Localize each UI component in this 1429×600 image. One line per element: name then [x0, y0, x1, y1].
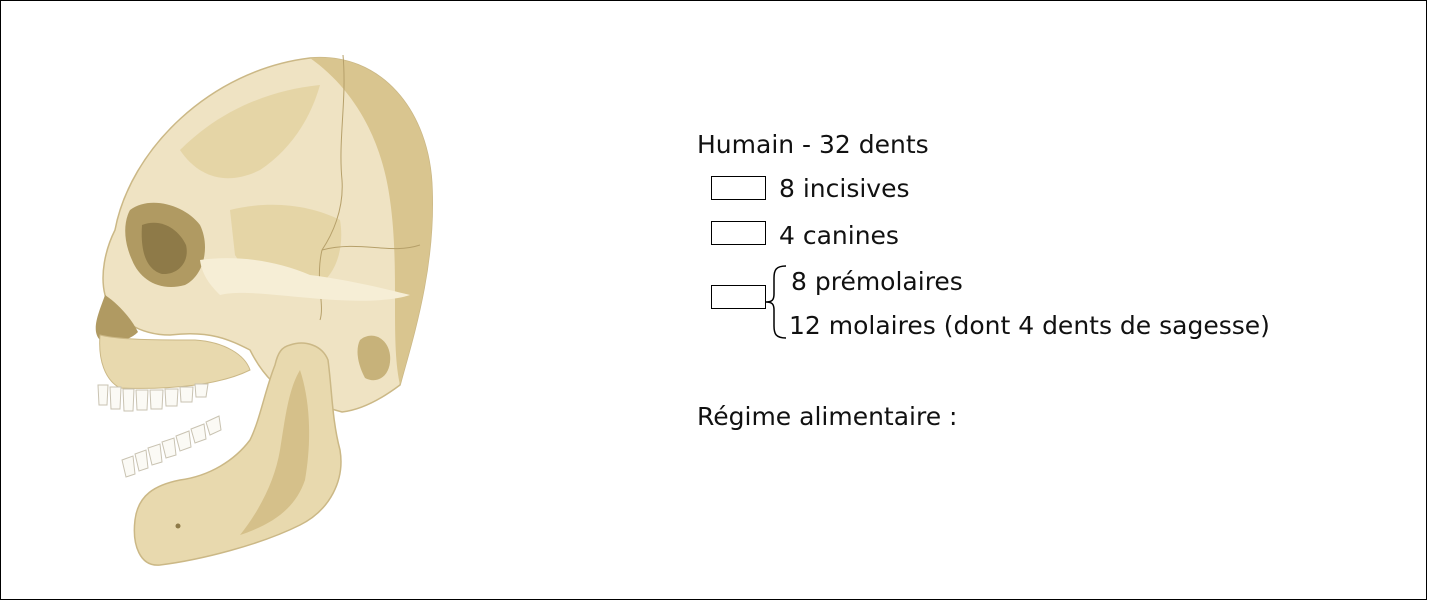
lower-teeth: [122, 416, 221, 477]
page-title: Humain - 32 dents: [697, 130, 929, 160]
molars-answer-box[interactable]: [711, 285, 766, 309]
diet-label: Régime alimentaire :: [697, 402, 957, 432]
premolars-label: 8 prémolaires: [791, 267, 963, 297]
incisors-answer-box[interactable]: [711, 176, 766, 200]
incisors-label: 8 incisives: [779, 174, 910, 204]
canines-answer-box[interactable]: [711, 221, 766, 245]
human-skull-illustration: [60, 40, 440, 585]
curly-brace: [762, 264, 790, 340]
molars-label: 12 molaires (dont 4 dents de sagesse): [789, 311, 1270, 341]
canines-label: 4 canines: [779, 221, 899, 251]
